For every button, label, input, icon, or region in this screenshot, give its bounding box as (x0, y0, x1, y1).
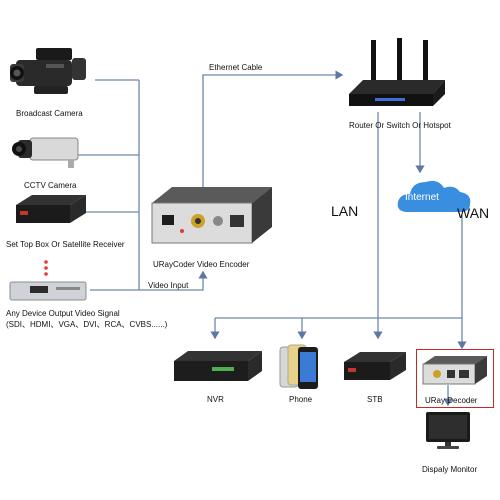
decoder-highlight-box (416, 349, 494, 408)
monitor-label: Dispaly Monitor (422, 465, 478, 474)
decoder-label: URay Decoder (425, 396, 478, 405)
cctv-camera-icon (12, 137, 79, 168)
video-encoder-icon (151, 187, 272, 244)
set-top-box-label: Set Top Box Or Satellite Receiver (6, 240, 125, 249)
internet-cloud-icon (397, 180, 471, 212)
broadcast-camera-label: Broadcast Camera (16, 109, 83, 118)
broadcast-camera-icon (10, 48, 86, 94)
device-label-line1: Any Device Output Video Signal (6, 309, 120, 318)
nvr-icon (174, 351, 262, 381)
phone-icon (279, 344, 318, 389)
device-label-line2: (SDI、HDMI、VGA、DVI、RCA、CVBS......) (6, 320, 168, 329)
internet-label: Internet (405, 192, 439, 203)
lan-label: LAN (331, 203, 359, 219)
set-top-box-icon (16, 195, 86, 223)
monitor-icon (426, 412, 470, 449)
phone-label: Phone (289, 395, 313, 404)
cctv-camera-label: CCTV Camera (24, 181, 77, 190)
decoder-icon (422, 356, 487, 385)
arrow-video-input (139, 270, 208, 291)
encoder-label: URayCoder Video Encoder (153, 260, 250, 269)
wan-label: WAN (457, 205, 490, 221)
video-device-icon (9, 260, 87, 301)
video-input-label: Video Input (148, 281, 189, 290)
router-icon (349, 38, 445, 106)
stb-icon (344, 352, 406, 380)
arrow-ethernet (202, 70, 344, 188)
nvr-label: NVR (207, 395, 224, 404)
router-label: Router Or Switch Or Hotspot (349, 121, 451, 130)
ethernet-cable-label: Ethernet Cable (209, 63, 263, 72)
stb-label: STB (367, 395, 383, 404)
